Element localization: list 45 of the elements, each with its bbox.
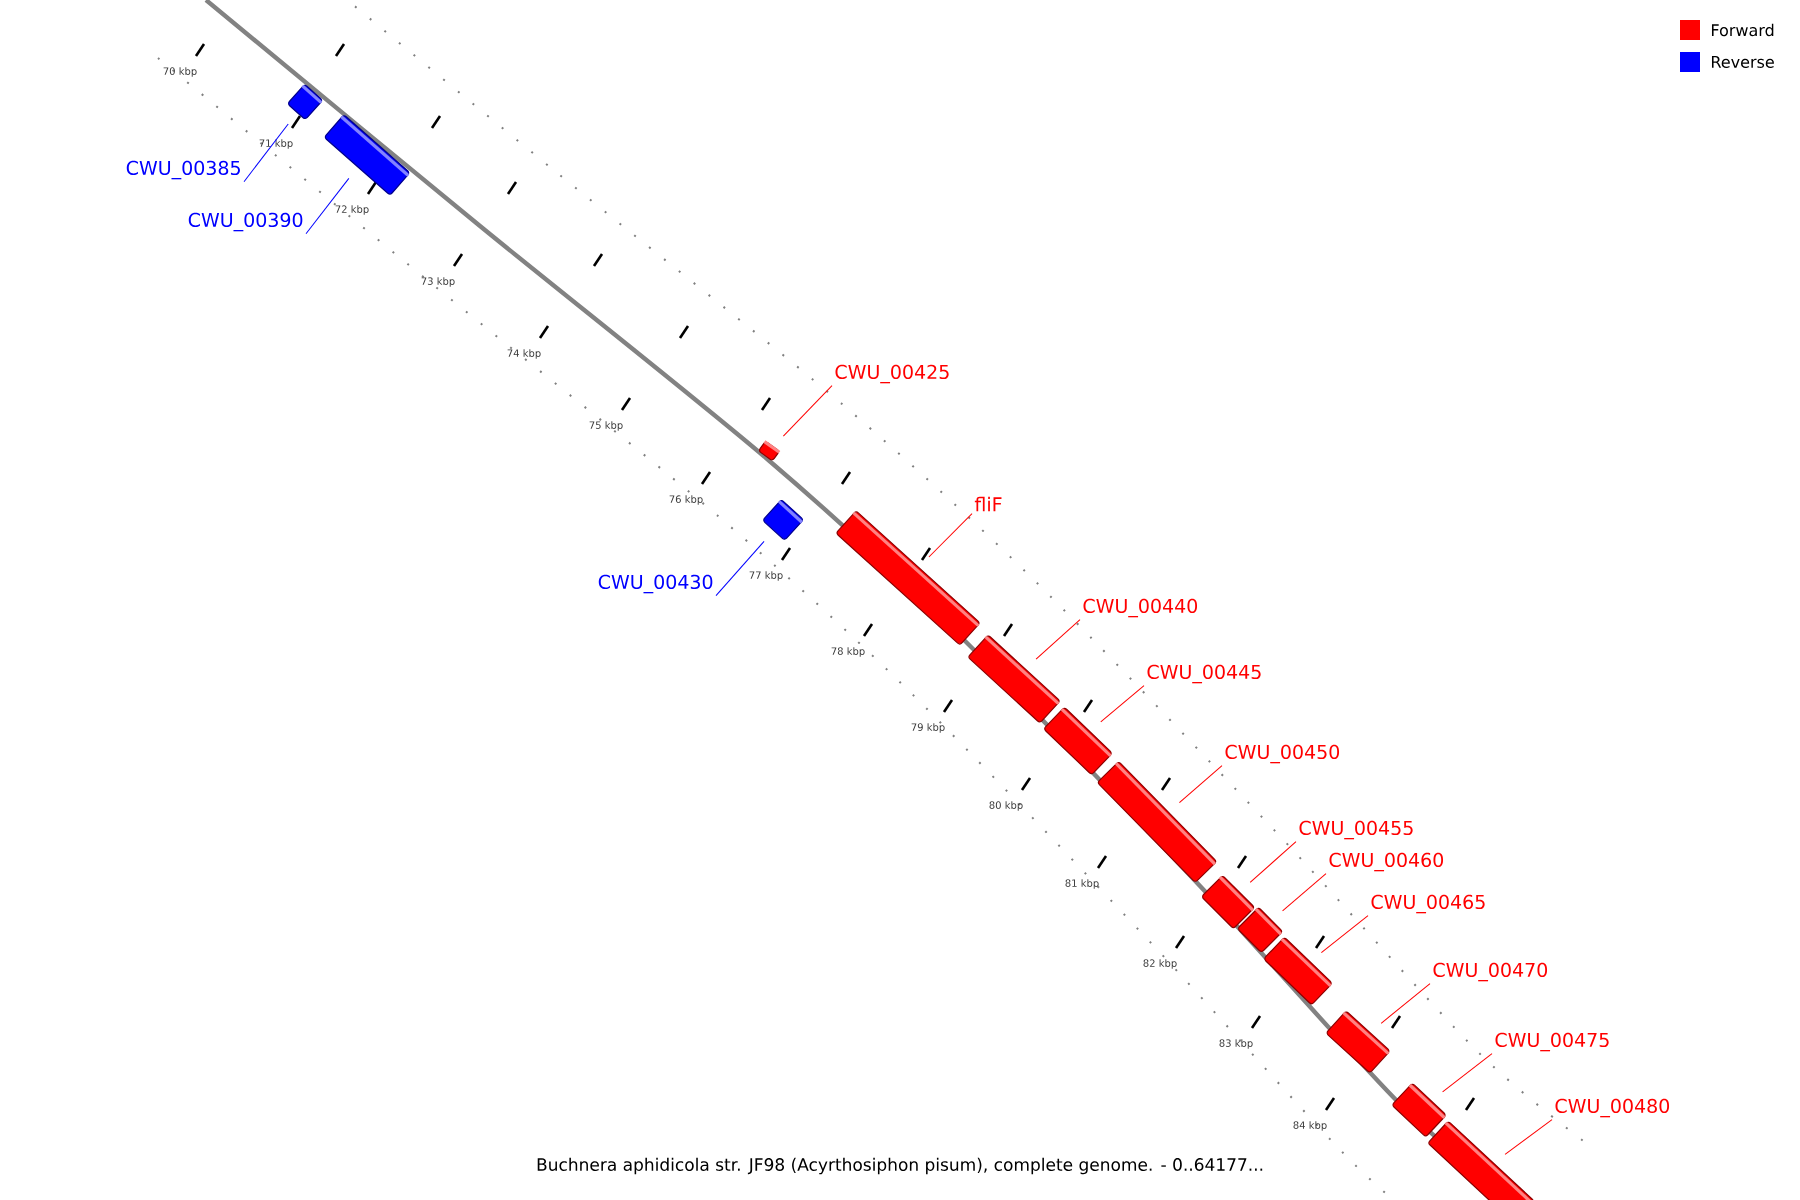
- gene-label: CWU_00440: [1083, 598, 1198, 618]
- gene-bar: [1264, 937, 1332, 1005]
- leader-line: [1035, 619, 1081, 660]
- leader-line: [1282, 873, 1327, 912]
- leader-line: [928, 513, 973, 558]
- gene-bar: [759, 440, 781, 461]
- leader-line: [1380, 983, 1431, 1024]
- gene-label: CWU_00480: [1555, 1098, 1670, 1118]
- gene-label: CWU_00460: [1329, 852, 1444, 872]
- gene-label: CWU_00430: [598, 574, 713, 594]
- gene-label: CWU_00445: [1147, 664, 1261, 684]
- gene-bar: [1202, 876, 1254, 928]
- gene-bar: [1097, 762, 1217, 882]
- leader-line: [1442, 1053, 1493, 1093]
- leader-line: [305, 177, 350, 235]
- leader-line: [243, 123, 289, 183]
- leader-line: [1249, 841, 1297, 883]
- gene-bar: [968, 635, 1060, 723]
- gene-label: CWU_00450: [1225, 744, 1340, 764]
- caption: Buchnera aphidicola str. JF98 (Acyrthosiphon pisum), complete genome. - 0..64177...: [537, 1157, 1263, 1175]
- gene-label: fliF: [974, 496, 1002, 512]
- gene-bar: [1044, 707, 1112, 775]
- gene-bar: [288, 84, 323, 120]
- leader-line: [1100, 685, 1145, 723]
- gene-label: CWU_00465: [1371, 894, 1485, 914]
- gene-bar: [1392, 1083, 1446, 1137]
- gene-bar: [324, 115, 410, 195]
- gene-bar: [1428, 1121, 1534, 1200]
- leader-line: [1178, 765, 1223, 804]
- gene-label: CWU_00390: [188, 212, 303, 232]
- gene-label: CWU_00470: [1433, 962, 1548, 982]
- leader-line: [1320, 915, 1369, 954]
- gene-label: CWU_00455: [1299, 820, 1413, 840]
- leader-line: [782, 385, 833, 437]
- leader-line: [715, 540, 765, 597]
- gene-bar: [1326, 1011, 1390, 1073]
- leader-line: [1504, 1119, 1553, 1155]
- gene-label: CWU_00475: [1495, 1032, 1609, 1052]
- legend-label: Reverse: [1712, 56, 1774, 68]
- gene-bar: [763, 500, 803, 540]
- legend-label: Forward: [1712, 23, 1774, 37]
- gene-label: CWU_00425: [835, 364, 949, 384]
- gene-bar: [1238, 908, 1282, 952]
- gene-bar: [836, 511, 980, 645]
- gene-label: CWU_00385: [126, 160, 240, 180]
